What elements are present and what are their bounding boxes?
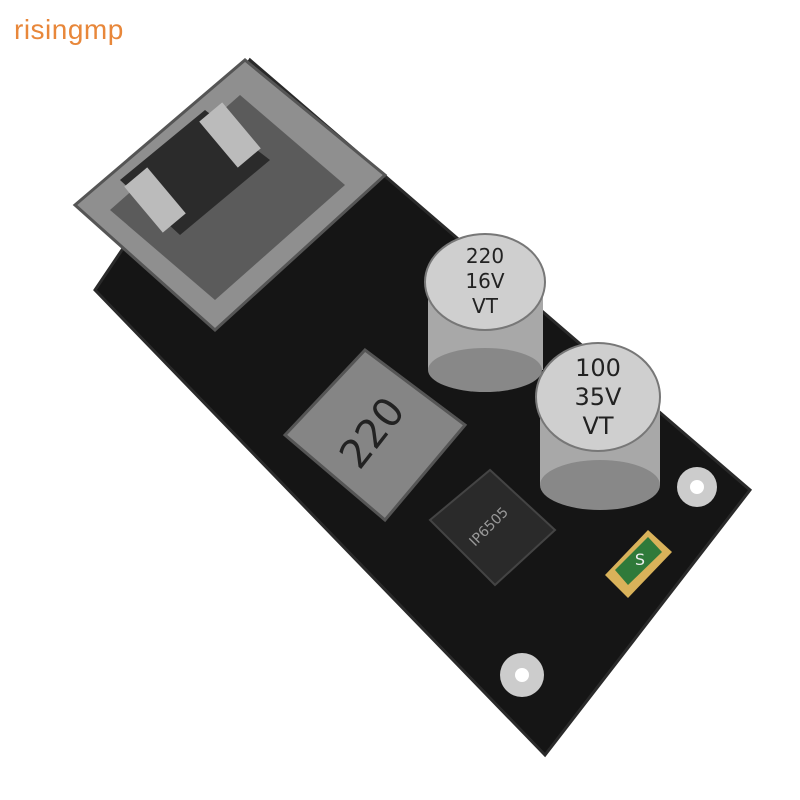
watermark: risingmp [14, 14, 124, 45]
ic-chip: IP6505 [428, 468, 557, 587]
cap-small-line2: 16V [465, 269, 504, 293]
capacitor-100uf: 100 35V VT [535, 342, 661, 510]
mounting-hole [515, 668, 529, 682]
fuse-marking: S [635, 550, 645, 569]
cap-small-line1: 220 [466, 244, 504, 268]
cap-large-line2: 35V [575, 383, 623, 411]
cap-small-line3: VT [472, 294, 499, 318]
usb-port [72, 58, 388, 333]
cap-large-line1: 100 [575, 354, 621, 382]
capacitor-220uf: 220 16V VT [424, 233, 546, 392]
fuse: S [605, 530, 672, 598]
cap-large-line3: VT [582, 412, 613, 440]
mounting-hole [690, 480, 704, 494]
inductor: 220 [282, 347, 468, 523]
